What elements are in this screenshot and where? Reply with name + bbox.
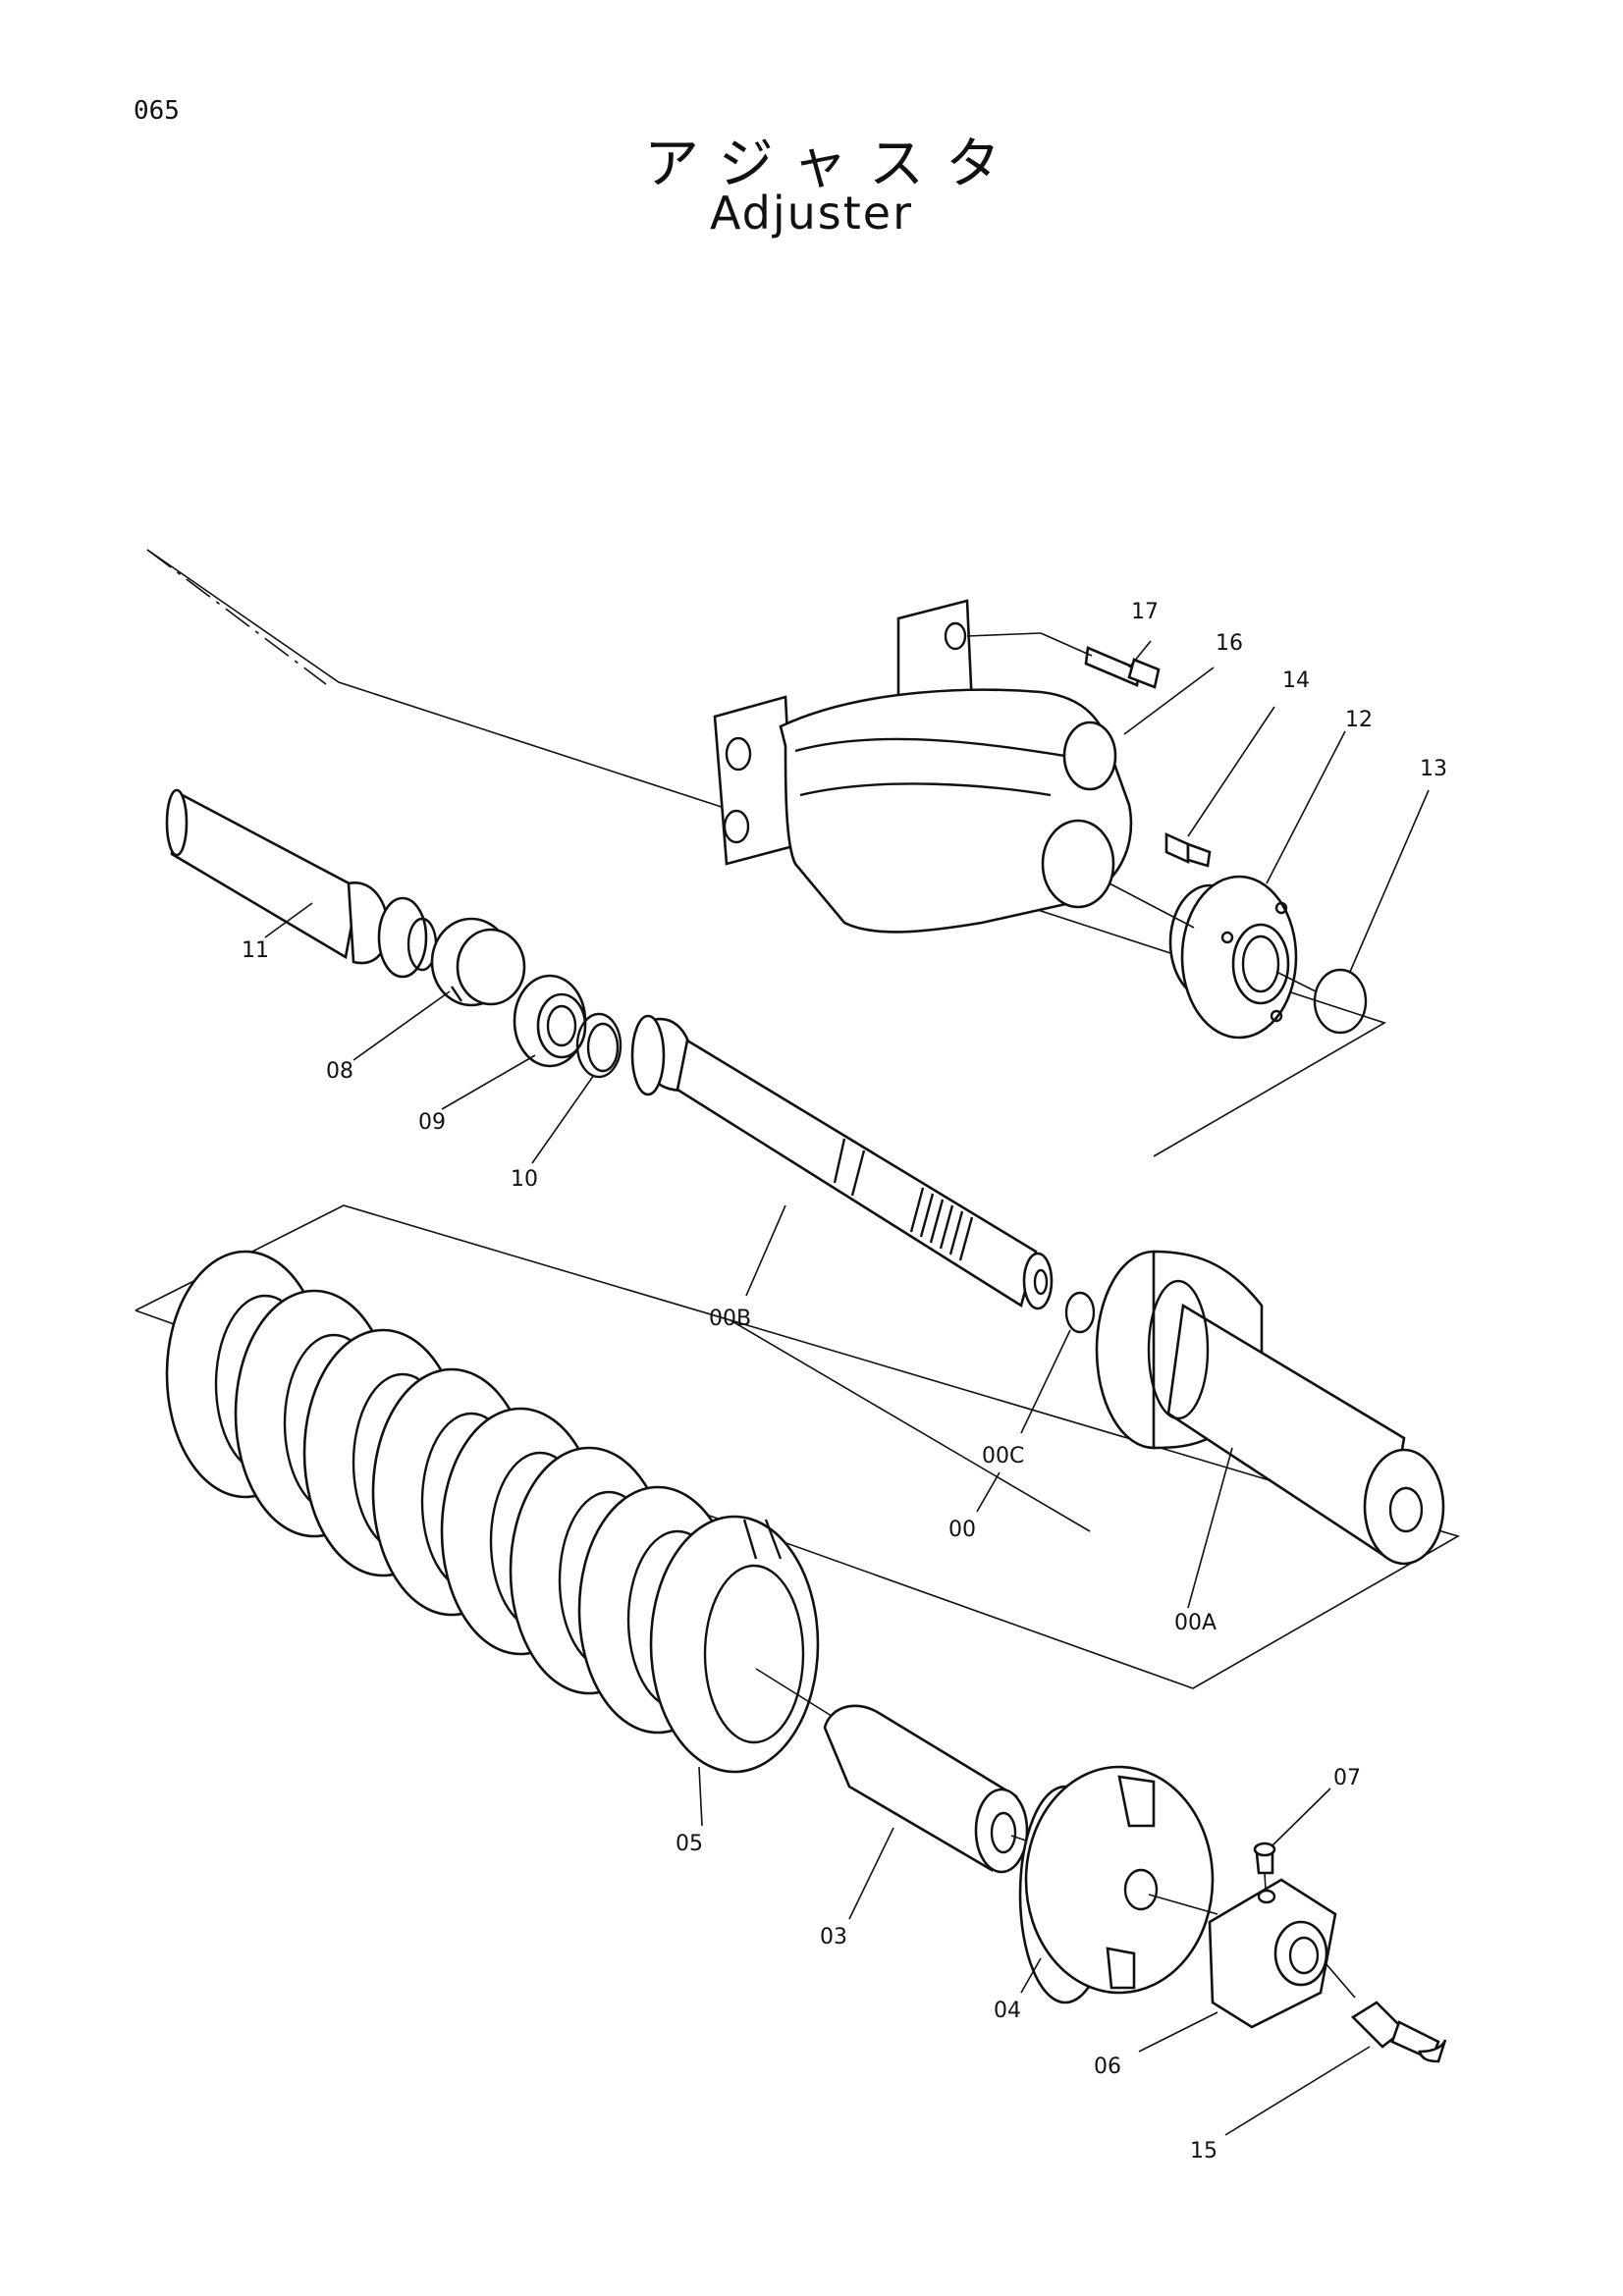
collar-08-part: [430, 917, 526, 1007]
grease-fitting-07-part: [1253, 1842, 1276, 1891]
callout-12: 12: [1345, 708, 1373, 732]
callout-00A: 00A: [1174, 1611, 1217, 1635]
callout-13: 13: [1420, 757, 1447, 781]
bolt-14-part: [1164, 831, 1212, 868]
o-ring-00C-part: [1064, 1291, 1096, 1334]
callout-15: 15: [1190, 2139, 1217, 2163]
flange-12-part: [1168, 875, 1298, 1040]
o-ring-13-part: [1313, 968, 1368, 1035]
coil-spring-05-part: [165, 1250, 820, 1774]
callout-labels: 17 16 14 12 13 11 08 09 10 00B 00C 00 00…: [242, 600, 1447, 2163]
title-japanese: アジャスタ: [644, 133, 1022, 196]
callout-05: 05: [676, 1832, 703, 1856]
bolt-17-part: [966, 632, 1161, 689]
bracket-yoke-part: [713, 599, 1133, 934]
rod-11-part: [165, 788, 438, 979]
cylinder-00A-part: [1095, 1250, 1445, 1566]
callout-17: 17: [1131, 600, 1159, 624]
callout-10: 10: [511, 1167, 538, 1192]
leader-lines: [264, 640, 1430, 2136]
callout-14: 14: [1282, 668, 1310, 693]
callout-07: 07: [1333, 1766, 1361, 1790]
callout-08: 08: [326, 1059, 353, 1084]
page-number: 065: [134, 96, 180, 126]
callout-06: 06: [1094, 2055, 1121, 2079]
retainer-04-part: [1018, 1765, 1215, 2004]
snap-ring-10-part: [575, 1012, 622, 1079]
valve-15-part: [1325, 1962, 1447, 2063]
title-english: Adjuster: [709, 187, 913, 240]
callout-00C: 00C: [982, 1444, 1024, 1468]
callout-00: 00: [948, 1518, 976, 1542]
callout-09: 09: [418, 1110, 446, 1135]
callout-00B: 00B: [709, 1307, 751, 1331]
callout-16: 16: [1216, 631, 1243, 656]
spacer-03-part: [823, 1704, 1029, 1874]
callout-04: 04: [994, 1999, 1021, 2023]
washer-09-part: [513, 974, 587, 1068]
valve-block-06-part: [1208, 1878, 1337, 2029]
piston-rod-00B-part: [630, 1014, 1054, 1310]
callout-11: 11: [242, 938, 269, 963]
callout-03: 03: [820, 1925, 847, 1949]
lower-group-boundary: [135, 1204, 1461, 1689]
